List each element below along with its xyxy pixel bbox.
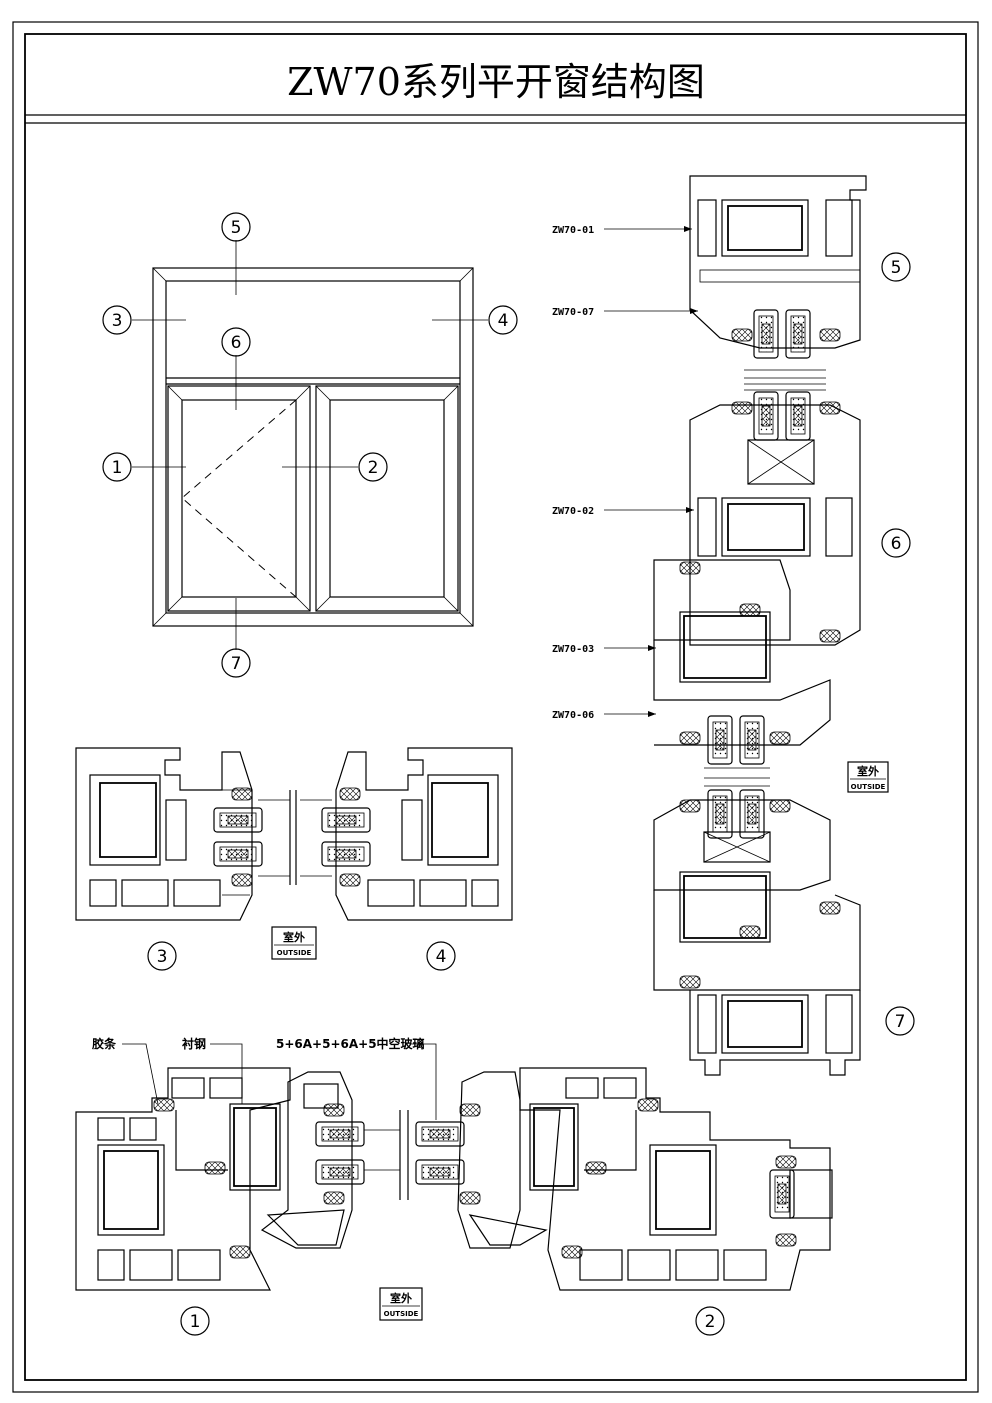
window-elevation	[152, 267, 474, 627]
outside-badge-34: 室外 OUTSIDE	[271, 926, 317, 960]
profile-label-ZW70-02: ZW70-02	[552, 506, 694, 517]
bubble-1-section: 1	[180, 1306, 210, 1336]
svg-text:5: 5	[891, 258, 902, 278]
svg-text:OUTSIDE: OUTSIDE	[384, 1310, 419, 1318]
section-4-profile	[300, 747, 513, 921]
drawing-title: ZW70系列平开窗结构图	[287, 60, 705, 104]
bubble-7-section: 7	[885, 1006, 915, 1036]
bubble-4-section: 4	[426, 941, 456, 971]
svg-text:7: 7	[895, 1012, 906, 1032]
inner-border	[24, 33, 967, 1381]
svg-text:3: 3	[157, 947, 168, 967]
section-3-profile	[75, 747, 297, 921]
svg-text:5+6A+5+6A+5中空玻璃: 5+6A+5+6A+5中空玻璃	[276, 1036, 425, 1051]
svg-text:6: 6	[891, 534, 902, 554]
svg-text:7: 7	[231, 654, 242, 674]
bubble-2-section: 2	[695, 1306, 725, 1336]
svg-text:2: 2	[705, 1312, 716, 1332]
callout-steel: 衬钢	[182, 1036, 243, 1104]
bubble-5-section: 5	[881, 252, 911, 282]
svg-text:4: 4	[436, 947, 447, 967]
profile-label-ZW70-07: ZW70-07	[552, 307, 698, 318]
svg-text:2: 2	[368, 458, 379, 478]
bubble-6-section: 6	[881, 528, 911, 558]
svg-text:ZW70-06: ZW70-06	[552, 710, 594, 721]
svg-text:室外: 室外	[283, 930, 305, 944]
svg-text:ZW70-01: ZW70-01	[552, 225, 594, 236]
svg-text:OUTSIDE: OUTSIDE	[851, 783, 886, 791]
svg-text:室外: 室外	[857, 764, 879, 778]
svg-text:衬钢: 衬钢	[182, 1036, 206, 1051]
section-6-glass	[679, 715, 791, 839]
bubble-1-elev: 1	[102, 452, 132, 482]
section-5-frame-head	[689, 175, 867, 359]
svg-text:1: 1	[112, 458, 123, 478]
svg-text:4: 4	[498, 311, 509, 331]
outside-badge-567: 室外 OUTSIDE	[847, 761, 889, 793]
profile-label-ZW70-01: ZW70-01	[552, 225, 692, 236]
profile-label-ZW70-03: ZW70-03	[552, 644, 656, 655]
bubble-7-elev: 7	[221, 648, 251, 678]
svg-text:胶条: 胶条	[92, 1036, 117, 1051]
elevation-callouts	[132, 240, 488, 650]
bubble-3-elev: 3	[102, 305, 132, 335]
bubble-3-section: 3	[147, 941, 177, 971]
svg-text:1: 1	[190, 1312, 201, 1332]
section-2-profile	[415, 1067, 833, 1291]
svg-text:ZW70-02: ZW70-02	[552, 506, 594, 517]
callout-glass: 5+6A+5+6A+5中空玻璃	[276, 1036, 437, 1120]
outer-border	[12, 21, 979, 1393]
bubble-4-elev: 4	[488, 305, 518, 335]
svg-text:室外: 室外	[390, 1291, 412, 1305]
svg-text:ZW70-07: ZW70-07	[552, 307, 594, 318]
section-1-profile	[75, 1067, 409, 1291]
bubble-2-elev: 2	[358, 452, 388, 482]
profile-label-ZW70-06: ZW70-06	[552, 710, 656, 721]
bubble-5-elev: 5	[221, 212, 251, 242]
outside-badge-12: 室外 OUTSIDE	[379, 1287, 423, 1321]
svg-text:5: 5	[231, 218, 242, 238]
callout-gasket: 胶条	[92, 1036, 159, 1105]
section-6-transom	[653, 369, 861, 746]
section-7-sill	[653, 799, 861, 1076]
svg-text:ZW70-03: ZW70-03	[552, 644, 594, 655]
bubble-6-elev: 6	[221, 327, 251, 357]
svg-text:6: 6	[231, 333, 242, 353]
svg-text:OUTSIDE: OUTSIDE	[277, 949, 312, 957]
svg-text:3: 3	[112, 311, 123, 331]
